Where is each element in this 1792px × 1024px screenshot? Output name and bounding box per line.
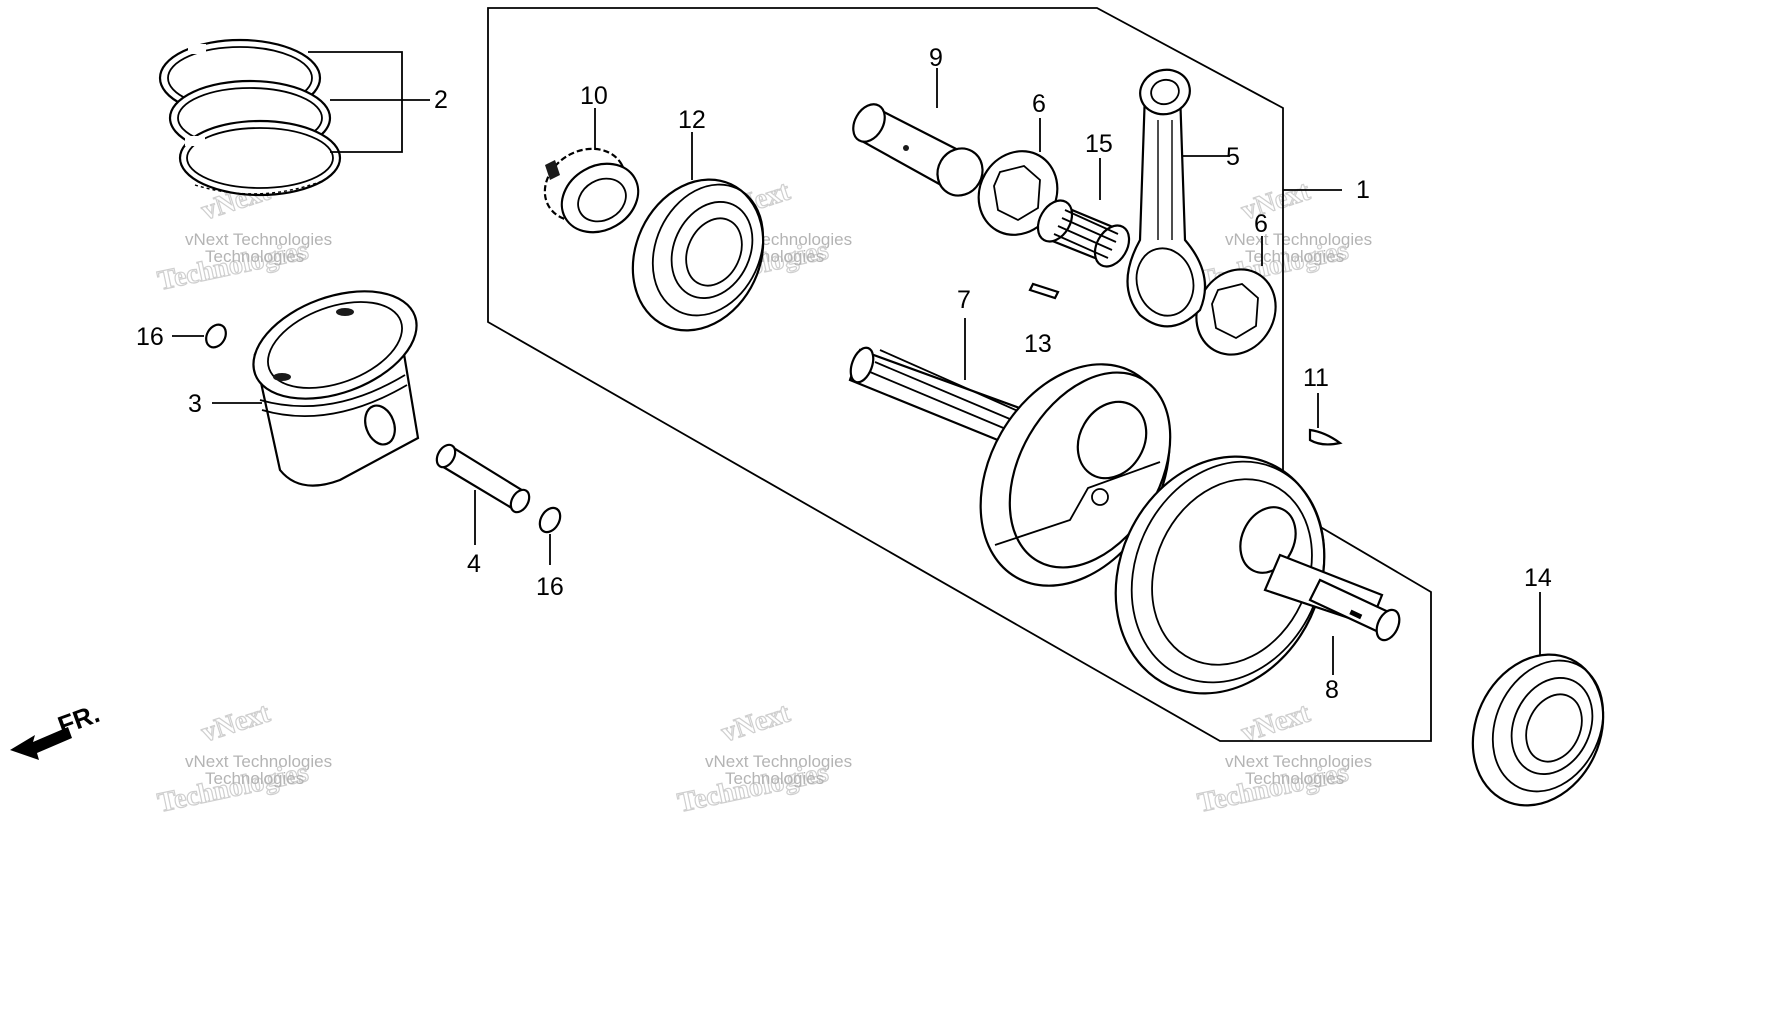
watermark-text-4: Technologies [725, 769, 824, 788]
callout-7: 7 [957, 286, 971, 314]
watermark-text-4: Technologies [205, 247, 304, 266]
piston [252, 290, 420, 487]
watermark-text-4: Technologies [205, 769, 304, 788]
crankshaft-left [848, 346, 1172, 587]
circlip-bottom [538, 506, 562, 534]
callout-16a: 16 [136, 323, 164, 351]
callout-16b: 16 [536, 573, 564, 601]
crankshaft-right [1114, 455, 1401, 695]
assembly-outline [487, 7, 1432, 742]
main-bearing-left [631, 178, 765, 332]
callout-12: 12 [678, 106, 706, 134]
piston-ring-set [158, 38, 342, 197]
needle-bearing [1036, 199, 1131, 268]
arrow-left-icon [10, 727, 72, 760]
watermark-text-1: vNext Technologies [1225, 752, 1372, 771]
main-bearing-right [1471, 653, 1605, 807]
piston-pin [435, 443, 531, 514]
callout-11: 11 [1303, 364, 1329, 392]
callout-10: 10 [580, 82, 608, 110]
fr-label: FR. [54, 698, 104, 741]
watermark-text-1: vNext Technologies [705, 752, 852, 771]
callout-4: 4 [467, 550, 481, 578]
timing-gear [543, 147, 640, 234]
watermark-text-1: vNext Technologies [185, 230, 332, 249]
callout-8: 8 [1325, 676, 1339, 704]
callout-9: 9 [929, 44, 943, 72]
watermark-text-2: vNext [718, 697, 795, 748]
crank-pin [852, 103, 984, 197]
callout-leader-2 [308, 51, 430, 153]
watermark-text-2: vNext [198, 697, 275, 748]
callout-15: 15 [1085, 130, 1113, 158]
callout-14: 14 [1524, 564, 1552, 592]
callout-13: 13 [1024, 330, 1052, 358]
watermark-tile: vNext vNext Technologies Technologies Te… [154, 697, 332, 820]
callout-5: 5 [1226, 143, 1240, 171]
callout-1: 1 [1356, 176, 1370, 204]
watermark-text-2: vNext [1238, 175, 1315, 226]
watermark-text-4: Technologies [1245, 769, 1344, 788]
watermark-text-4: Technologies [1245, 247, 1344, 266]
woodruff-key-13 [1028, 282, 1060, 300]
callout-3: 3 [188, 390, 202, 418]
callout-6a: 6 [1032, 90, 1046, 118]
callout-2: 2 [434, 86, 448, 114]
connecting-rod [1126, 68, 1207, 328]
watermark-tile: vNext vNext Technologies Technologies Te… [1194, 697, 1372, 820]
callout-6b: 6 [1254, 210, 1268, 238]
circlip-top [205, 323, 227, 349]
woodruff-key-11 [1308, 428, 1343, 446]
front-direction-marker: FR. [10, 698, 103, 760]
watermark-text-1: vNext Technologies [185, 752, 332, 771]
watermark-tile: vNext vNext Technologies Technologies Te… [674, 697, 852, 820]
